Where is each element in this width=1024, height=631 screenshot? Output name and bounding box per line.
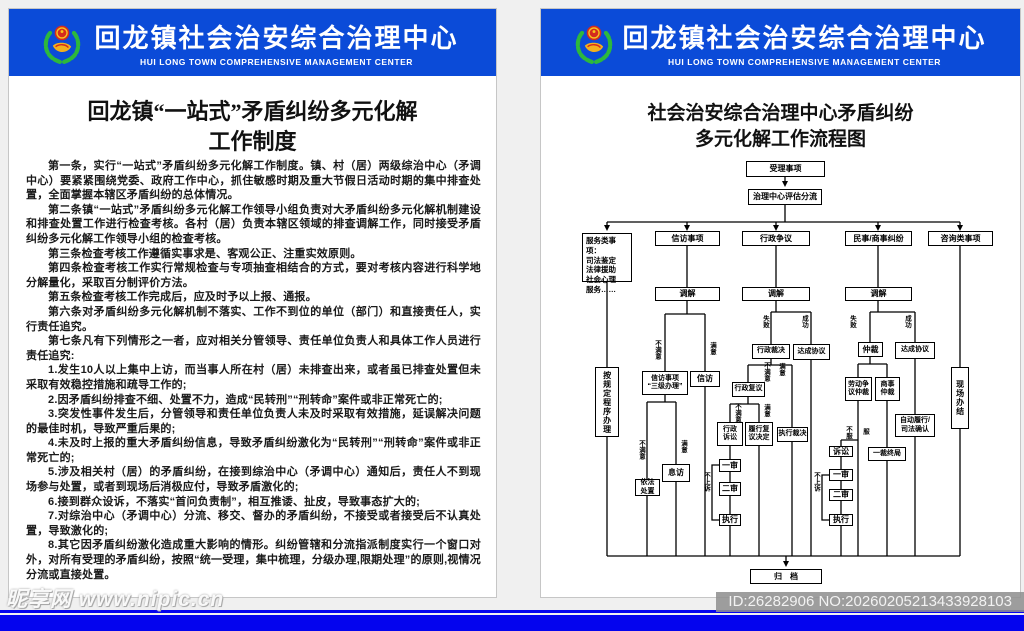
flow-node-mediate-petition: 调解 (655, 287, 720, 301)
flow-label-fail: 失败 (761, 315, 769, 328)
flow-node-mediate-civil: 调解 (845, 287, 912, 301)
flow-label-fail: 失败 (848, 315, 856, 328)
image-id-badge: ID:26282906 NO:20260205213433928103 (716, 592, 1024, 612)
right-poster-header: 回龙镇社会治安综合治理中心 HUI LONG TOWN COMPREHENSIV… (541, 9, 1020, 76)
paragraph-item4: 4.未及时上报的重大矛盾纠纷信息，导致矛盾纠纷激化为“民转刑”“刑转命”案件或非… (26, 437, 481, 464)
left-title-line2: 工作制度 (208, 129, 297, 154)
header-title-cn: 回龙镇社会治安综合治理中心 (94, 23, 459, 53)
flow-node-auto-fulfill-judicial-confirm: 自动履行/ 司法确认 (895, 414, 935, 437)
flow-node-admin-lawsuit: 行政 诉讼 (717, 422, 743, 446)
paragraph-article3: 第三条检查考核工作遵循实事求是、客观公正、注重实效原则。 (48, 247, 362, 260)
flowchart-title-line1: 社会治安综合治理中心矛盾纠纷 (647, 103, 914, 124)
flow-node-execute-admin: 执行 (719, 514, 741, 526)
flow-label-no-appeal: 不上诉 (702, 472, 710, 492)
header-text: 回龙镇社会治安综合治理中心 HUI LONG TOWN COMPREHENSIV… (85, 18, 496, 67)
flow-node-final-award: 一裁终局 (868, 447, 906, 461)
thin-blue-rule (0, 610, 1024, 613)
flow-node-agreement-admin: 达成协议 (793, 344, 830, 360)
flow-node-agreement-civil: 达成协议 (895, 342, 935, 359)
flow-label-satisfied: 满意 (777, 363, 785, 376)
flowchart-lines (604, 177, 963, 567)
flow-node-admin-dispute: 行政争议 (742, 231, 810, 246)
flow-node-lawful-handle: 依法 处置 (635, 479, 660, 496)
paragraph-item8: 8.其它因矛盾纠纷激化造成重大影响的情形。纠纷管辖和分流指派制度实行一个窗口对外… (26, 539, 481, 581)
flowchart: 受理事项 治理中心评估分流 服务类事项： 司法鉴定 法律援助 社会心理 服务……… (541, 152, 1021, 599)
paragraph-item5: 5.涉及相关村（居）的矛盾纠纷，在接到综治中心（矛调中心）通知后，责任人不到现场… (26, 466, 481, 494)
flow-label-unsatisfied: 不满意 (733, 403, 741, 423)
nipic-watermark: 昵享网 www.nipic.cn (6, 588, 225, 611)
header-text: 回龙镇社会治安综合治理中心 HUI LONG TOWN COMPREHENSIV… (617, 18, 1020, 67)
flow-label-unsatisfied: 不满意 (653, 340, 661, 360)
flow-label-satisfied: 满意 (762, 404, 770, 417)
flow-node-per-procedure: 按规定程序办理 (595, 367, 619, 437)
flow-node-labor-arbitration: 劳动争 议仲裁 (845, 377, 872, 401)
flow-node-execute-ruling: 执行裁决 (777, 427, 808, 442)
flow-node-mediate-admin: 调解 (742, 287, 810, 301)
flow-node-petition-items: 信访事项 (655, 231, 720, 246)
flow-label-success: 成功 (903, 315, 911, 328)
flowchart-title-line2: 多元化解工作流程图 (694, 129, 866, 150)
paragraph-article7: 第七条凡有下列情形之一者，应对相关分管领导、责任单位负责人和具体工作人员进行责任… (26, 335, 481, 362)
flow-label-no-appeal: 不上诉 (812, 472, 820, 492)
flow-label-unsatisfied: 不满意 (637, 440, 645, 460)
flow-node-onsite-settle: 现场办结 (951, 367, 969, 429)
flow-label-obey: 服 (861, 428, 869, 435)
flow-node-commercial-arbitration: 商事 仲裁 (875, 377, 900, 401)
flow-node-petition-3level: 信访事项 “三级办理” (642, 371, 688, 395)
flow-node-civil-commercial: 民事/商事纠纷 (845, 231, 912, 246)
paragraph-article5: 第五条检查考核工作完成后，应及时予以上报、通报。 (48, 291, 317, 304)
left-poster-header: 回龙镇社会治安综合治理中心 HUI LONG TOWN COMPREHENSIV… (9, 9, 496, 76)
paragraph-item3: 3.突发性事件发生后，分管领导和责任单位负责人未及时采取有效措施，延误解决问题的… (26, 408, 481, 435)
header-title-cn: 回龙镇社会治安综合治理中心 (622, 23, 987, 53)
flow-node-stop-petition: 息访 (662, 464, 690, 482)
flow-label-satisfied: 满意 (708, 342, 716, 355)
flow-label-refuse: 不服 (844, 426, 852, 439)
right-poster: 回龙镇社会治安综合治理中心 HUI LONG TOWN COMPREHENSIV… (540, 8, 1021, 598)
paragraph-article6: 第六条对矛盾纠纷多元化解机制不落实、工作不到位的单位（部门）和直接责任人，实行责… (26, 305, 481, 333)
paragraph-article1: 第一条，实行“一站式”矛盾纠纷多元化解工作制度。镇、村（居）两级综治中心（矛调中… (26, 160, 481, 202)
flow-node-admin-ruling: 行政裁决 (752, 344, 790, 359)
comprehensive-management-emblem-icon (43, 25, 81, 64)
left-document-title: 回龙镇“一站式”矛盾纠纷多元化解 工作制度 (9, 97, 496, 157)
flow-node-archive: 归 档 (750, 569, 822, 584)
bottom-blue-bar (0, 615, 1024, 631)
flow-node-accept: 受理事项 (746, 161, 825, 177)
header-title-en: HUI LONG TOWN COMPREHENSIVE MANAGEMENT C… (668, 57, 941, 67)
flow-node-second-trial-admin: 二审 (719, 482, 741, 496)
paragraph-item7: 7.对综治中心（矛调中心）分流、移交、督办的矛盾纠纷，不接受或者接受后不认真处置… (26, 510, 481, 537)
flow-label-unsatisfied: 不满意 (762, 362, 770, 382)
flow-node-second-trial-civil: 二审 (829, 489, 853, 501)
flow-node-admin-review: 行政复议 (732, 382, 765, 397)
flow-node-fulfill-review-decision: 履行复 议决定 (745, 422, 773, 446)
flow-node-service-items: 服务类事项： 司法鉴定 法律援助 社会心理 服务…… (582, 233, 632, 294)
flow-node-lawsuit: 诉讼 (829, 446, 853, 457)
flow-label-success: 成功 (800, 315, 808, 328)
flowchart-title: 社会治安综合治理中心矛盾纠纷 多元化解工作流程图 (541, 101, 1020, 153)
flow-node-petition-letter: 信访 (690, 371, 720, 387)
left-title-line1: 回龙镇“一站式”矛盾纠纷多元化解 (87, 99, 418, 124)
paragraph-article4: 第四条检查考核工作实行常规检查与专项抽查相结合的方式，要对考核内容进行科学地分解… (26, 262, 481, 289)
flow-node-first-trial-admin: 一审 (719, 459, 741, 472)
paragraph-item6: 6.接到群众设诉，不落实“首问负责制”，相互推诿、扯皮，导致事态扩大的; (48, 495, 421, 508)
flow-node-first-trial-civil: 一审 (829, 469, 853, 481)
left-poster: 回龙镇社会治安综合治理中心 HUI LONG TOWN COMPREHENSIV… (8, 8, 497, 598)
flow-node-execute-civil: 执行 (829, 514, 853, 526)
flow-node-consult-items: 咨询类事项 (928, 231, 993, 246)
flow-node-assess-dispatch: 治理中心评估分流 (748, 189, 822, 205)
flow-node-arbitration: 仲裁 (858, 342, 883, 357)
paragraph-item2: 2.因矛盾纠纷排查不细、处置不力，造成“民转刑”“刑转命”案件或非正常死亡的; (48, 393, 443, 406)
left-document-body: 第一条，实行“一站式”矛盾纠纷多元化解工作制度。镇、村（居）两级综治中心（矛调中… (26, 159, 481, 582)
paragraph-article2: 第二条镇“一站式”矛盾纠纷多元化解工作领导小组负责对大矛盾纠纷多元化解机制建设和… (26, 203, 481, 245)
header-title-en: HUI LONG TOWN COMPREHENSIVE MANAGEMENT C… (140, 57, 413, 67)
comprehensive-management-emblem-icon (575, 25, 613, 64)
flow-label-satisfied: 满意 (679, 440, 687, 453)
paragraph-item1: 1.发生10人以上集中上访，而当事人所在村（居）未排查出来，或者虽已排查处置但未… (26, 364, 481, 391)
